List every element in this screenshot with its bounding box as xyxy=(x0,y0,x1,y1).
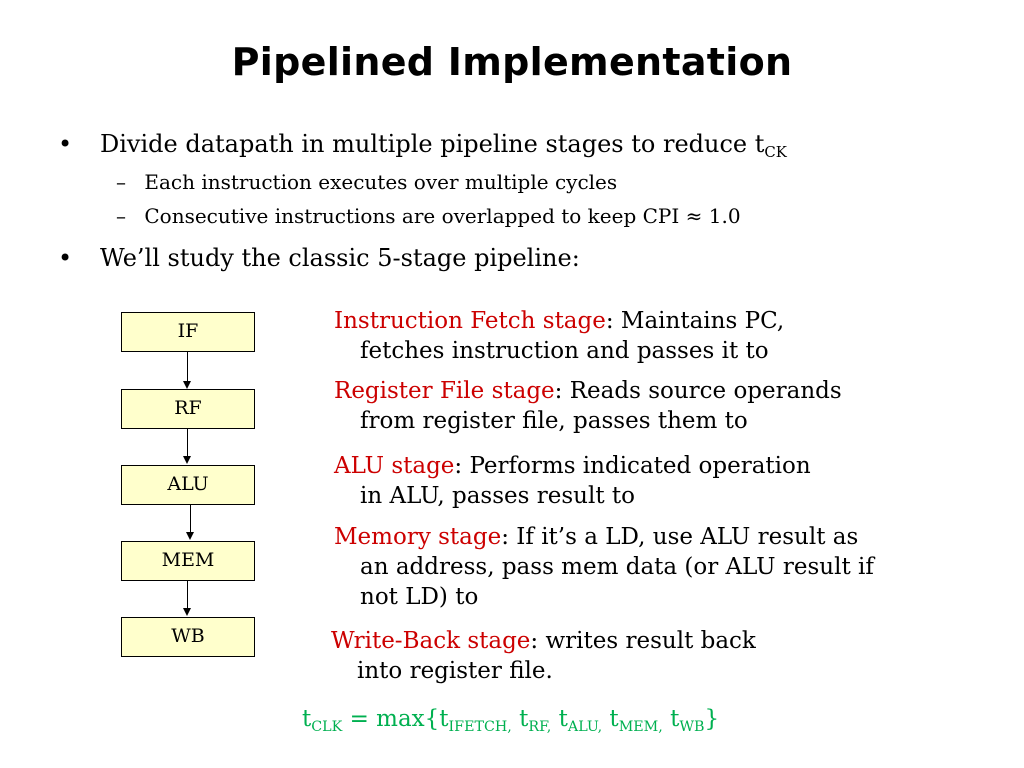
stage-name: ALU stage xyxy=(334,453,455,479)
stage-name: Register File stage xyxy=(334,378,555,404)
arrow-head-icon xyxy=(183,381,191,389)
bullet-marker: • xyxy=(58,130,73,158)
bullet-2-text: We’ll study the classic 5-stage pipeline… xyxy=(100,244,580,272)
stage-desc-alu: ALU stage: Performs indicated operation … xyxy=(334,453,811,509)
sub-bullet-1: – Each instruction executes over multipl… xyxy=(116,170,617,194)
page-title: Pipelined Implementation xyxy=(231,40,793,84)
stage-desc-mem: Memory stage: If it’s a LD, use ALU resu… xyxy=(334,524,874,610)
arrow-alu-mem xyxy=(190,505,191,533)
stage-name: Instruction Fetch stage xyxy=(334,308,606,334)
sub-bullet-2-text: Consecutive instructions are overlapped … xyxy=(144,204,741,228)
clock-formula: tCLK = max{tIFETCH, tRF, tALU, tMEM, tWB… xyxy=(302,706,720,735)
bullet-1-sub: CK xyxy=(764,143,787,162)
stage-name: Write-Back stage xyxy=(331,628,531,654)
stage-box-if: IF xyxy=(121,312,255,352)
arrow-rf-alu xyxy=(187,429,188,457)
dash-marker: – xyxy=(116,170,126,194)
stage-box-mem: MEM xyxy=(121,541,255,581)
arrow-head-icon xyxy=(183,456,191,464)
sub-bullet-2: – Consecutive instructions are overlappe… xyxy=(116,204,741,228)
stage-desc-wb: Write-Back stage: writes result back int… xyxy=(331,628,756,684)
bullet-marker: • xyxy=(58,244,73,272)
dash-marker: – xyxy=(116,204,126,228)
stage-name: Memory stage xyxy=(334,524,502,550)
stage-box-rf: RF xyxy=(121,389,255,429)
stage-desc-rf: Register File stage: Reads source operan… xyxy=(334,378,842,434)
stage-box-wb: WB xyxy=(121,617,255,657)
stage-desc-if: Instruction Fetch stage: Maintains PC, f… xyxy=(334,308,785,364)
arrow-head-icon xyxy=(186,532,194,540)
arrow-if-rf xyxy=(187,352,188,382)
arrow-mem-wb xyxy=(187,581,188,609)
bullet-1-text: Divide datapath in multiple pipeline sta… xyxy=(100,130,765,158)
arrow-head-icon xyxy=(183,608,191,616)
sub-bullet-1-text: Each instruction executes over multiple … xyxy=(144,170,618,194)
stage-box-alu: ALU xyxy=(121,465,255,505)
